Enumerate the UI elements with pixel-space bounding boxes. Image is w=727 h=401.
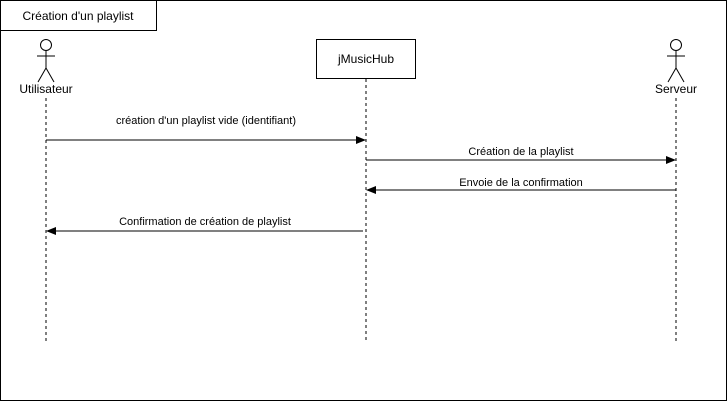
message-send-confirmation: Envoie de la confirmation <box>366 177 676 194</box>
participant-user: Utilisateur <box>19 39 73 341</box>
message-creation-confirmation-label: Confirmation de création de playlist <box>119 216 291 228</box>
participant-server: Serveur <box>655 39 697 341</box>
message-create-empty-playlist: création d'un playlist vide (identifiant… <box>46 115 366 144</box>
message-create-playlist-label: Création de la playlist <box>468 146 573 158</box>
frame-title: Création d'un playlist <box>22 9 134 23</box>
participant-user-label: Utilisateur <box>19 82 72 96</box>
participant-app: jMusicHub <box>316 39 416 341</box>
actor-user-icon <box>37 39 55 83</box>
message-send-confirmation-label: Envoie de la confirmation <box>459 177 583 189</box>
actor-server-icon <box>667 39 685 83</box>
participant-app-box <box>316 39 416 79</box>
message-create-playlist: Création de la playlist <box>366 146 676 164</box>
participant-app-label: jMusicHub <box>337 52 394 66</box>
participant-server-label: Serveur <box>655 82 697 96</box>
message-creation-confirmation: Confirmation de création de playlist <box>46 216 363 235</box>
message-create-empty-playlist-label: création d'un playlist vide (identifiant… <box>116 115 296 127</box>
frame-title-tab: Création d'un playlist <box>0 0 157 31</box>
